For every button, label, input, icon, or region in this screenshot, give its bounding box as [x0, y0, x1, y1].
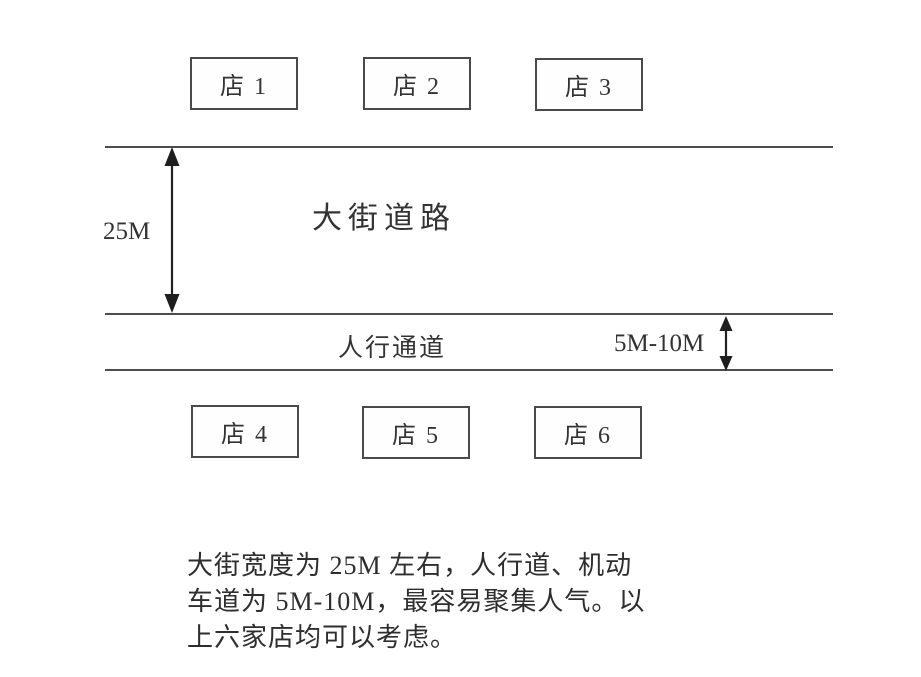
road-label: 大街道路	[312, 202, 456, 235]
caption-paragraph: 大街宽度为 25M 左右，人行道、机动 车道为 5M-10M，最容易聚集人气。以…	[187, 548, 645, 656]
caption-line-2: 车道为 5M-10M，最容易聚集人气。以	[187, 587, 646, 616]
road-bottom-edge-line	[105, 313, 833, 315]
walkway-label: 人行通道	[338, 335, 447, 362]
shop-label-4: 店 4	[221, 422, 269, 448]
shop-label-3: 店 3	[565, 75, 613, 101]
road-width-arrow-icon	[164, 147, 180, 313]
road-top-edge-line	[105, 146, 833, 148]
shop-box-3: 店 3	[535, 58, 643, 111]
shop-box-1: 店 1	[190, 57, 298, 110]
shop-label-6: 店 6	[564, 423, 612, 449]
shop-box-5: 店 5	[362, 406, 470, 459]
shop-label-1: 店 1	[220, 74, 268, 100]
shop-label-5: 店 5	[392, 423, 440, 449]
shop-box-4: 店 4	[191, 405, 299, 458]
walkway-bottom-edge-line	[105, 369, 833, 371]
walkway-width-arrow-icon	[719, 316, 733, 371]
walkway-width-label: 5M-10M	[614, 330, 705, 357]
caption-line-3: 上六家店均可以考虑。	[187, 623, 458, 652]
shop-box-2: 店 2	[363, 57, 471, 110]
shop-label-2: 店 2	[393, 74, 441, 100]
road-width-label: 25M	[103, 218, 151, 245]
caption-line-1: 大街宽度为 25M 左右，人行道、机动	[187, 551, 633, 580]
shop-box-6: 店 6	[534, 406, 642, 459]
